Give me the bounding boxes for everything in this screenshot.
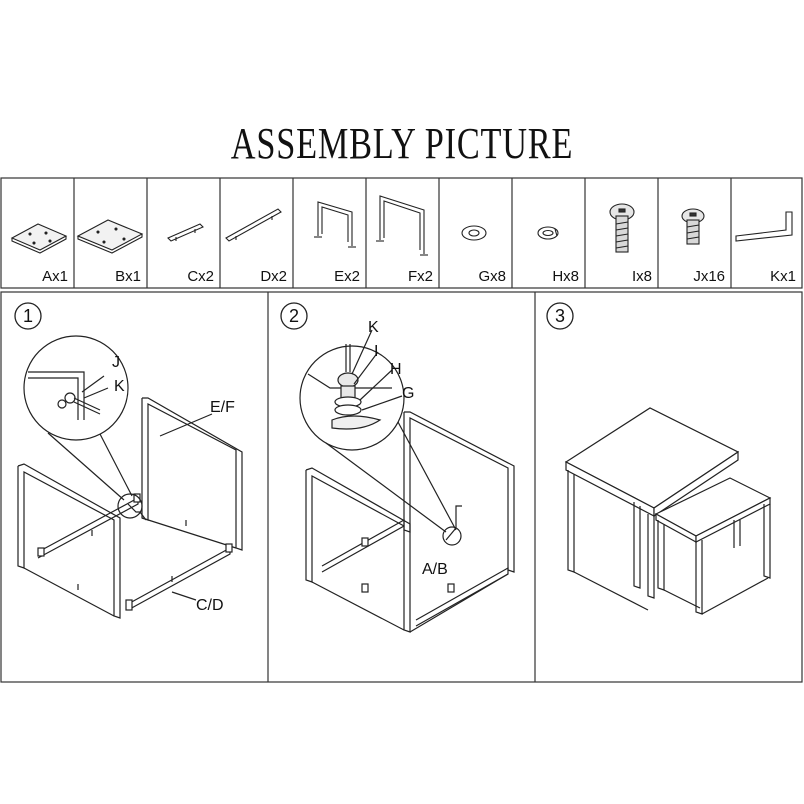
short-rail-icon (167, 223, 204, 242)
part-label: Ix8 (632, 268, 652, 285)
step-3-badge (546, 302, 574, 330)
callout-label: C/D (196, 597, 224, 614)
long-rail-icon (225, 208, 282, 242)
part-label: Gx8 (478, 268, 506, 285)
step-3-illustration (564, 407, 772, 615)
callout-label: J (112, 354, 120, 371)
allen-key-icon (735, 211, 793, 242)
parts-table (0, 177, 803, 289)
callout-label: E/F (210, 399, 235, 416)
step-2-badge (280, 302, 308, 330)
part-label: Hx8 (552, 268, 579, 285)
callout-label: G (402, 385, 414, 402)
step-2-illustration (299, 329, 515, 633)
short-bolt-icon (681, 208, 705, 245)
steps-area (0, 291, 803, 683)
spring-washer-icon (537, 226, 559, 240)
part-label: Ex2 (334, 268, 360, 285)
large-frame-icon (376, 195, 428, 256)
part-label: Cx2 (187, 268, 214, 285)
part-label: Ax1 (42, 268, 68, 285)
small-frame-icon (314, 201, 356, 248)
callout-label: K (114, 378, 125, 395)
part-labels: Ax1 Bx1 Cx2 Dx2 Ex2 Fx2 Gx8 Hx8 Ix8 Jx16… (42, 268, 796, 285)
page-title: ASSEMBLY PICTURE (230, 119, 574, 168)
flat-washer-icon (461, 225, 487, 241)
callout-label: K (368, 319, 379, 336)
step-number: 2 (289, 306, 299, 326)
part-label: Bx1 (115, 268, 141, 285)
small-board-icon (10, 223, 68, 254)
callout-label: I (374, 343, 378, 360)
part-label: Fx2 (408, 268, 433, 285)
step-number: 3 (555, 306, 565, 326)
callout-label: H (390, 361, 402, 378)
long-bolt-icon (609, 203, 635, 253)
part-label: Jx16 (693, 268, 725, 285)
part-label: Kx1 (770, 268, 796, 285)
large-board-icon (76, 219, 144, 254)
step-1-illustration (17, 335, 243, 619)
step-1-badge (14, 302, 42, 330)
step-number: 1 (23, 306, 33, 326)
part-label: Dx2 (260, 268, 287, 285)
callout-label: A/B (422, 561, 448, 578)
